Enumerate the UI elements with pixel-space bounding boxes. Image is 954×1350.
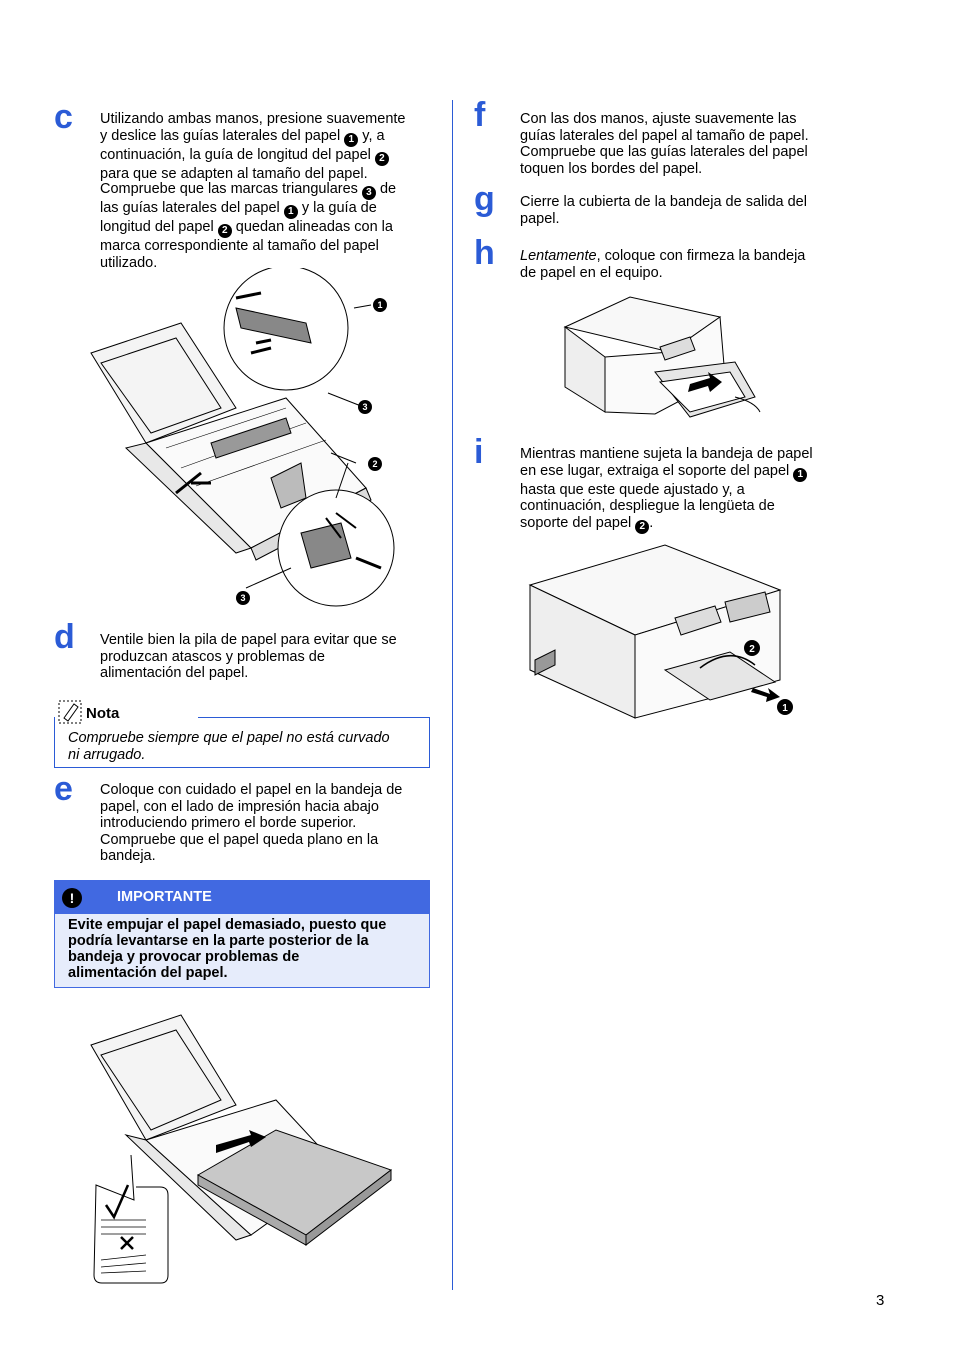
step-letter-e: e bbox=[54, 770, 73, 808]
step-letter-i: i bbox=[474, 433, 484, 471]
callout-1: 1 bbox=[344, 132, 359, 147]
svg-text:1: 1 bbox=[377, 300, 382, 310]
paper-loading-illustration bbox=[90, 1014, 393, 1284]
step-letter-d: d bbox=[54, 618, 75, 656]
step-letter-f: f bbox=[474, 96, 486, 134]
callout-2: 2 bbox=[374, 151, 389, 166]
note-pencil-icon bbox=[58, 700, 82, 724]
svg-text:2: 2 bbox=[372, 459, 377, 469]
step-g-text: Cierre la cubierta de la bandeja de sali… bbox=[520, 194, 807, 227]
svg-text:1: 1 bbox=[782, 703, 788, 714]
step-d-text: Ventile bien la pila de papel para evita… bbox=[100, 632, 397, 681]
note-text: Compruebe siempre que el papel no está c… bbox=[68, 730, 390, 763]
svg-text:3: 3 bbox=[362, 402, 367, 412]
note-box bbox=[54, 717, 430, 768]
step-h-text: Lentamente, coloque con firmeza la bande… bbox=[520, 248, 806, 281]
step-f-text: Con las dos manos, ajuste suavemente las… bbox=[520, 111, 809, 177]
step-letter-h: h bbox=[474, 234, 495, 272]
important-text: Evite empujar el papel demasiado, puesto… bbox=[68, 917, 387, 981]
callout-1: 1 bbox=[283, 205, 298, 219]
callout-2: 2 bbox=[635, 519, 650, 534]
callout-1: 1 bbox=[793, 467, 808, 482]
important-header bbox=[54, 880, 430, 914]
callout-2: 2 bbox=[217, 224, 232, 238]
printer-tray-insert-illustration bbox=[563, 296, 761, 418]
important-body bbox=[54, 914, 430, 988]
step-e-text: Coloque con cuidado el papel en la bande… bbox=[100, 782, 403, 864]
callout-3: 3 bbox=[361, 186, 376, 200]
printer-paper-support-illustration: 2 1 bbox=[528, 544, 793, 719]
exclamation-icon: ! bbox=[62, 888, 82, 908]
note-top-rule bbox=[198, 717, 430, 718]
important-title: IMPORTANTE bbox=[117, 889, 212, 905]
svg-text:2: 2 bbox=[749, 644, 755, 655]
step-c-text-1: Utilizando ambas manos, presione suaveme… bbox=[100, 111, 406, 182]
svg-text:3: 3 bbox=[240, 593, 245, 603]
note-title: Nota bbox=[86, 705, 120, 722]
page-number: 3 bbox=[876, 1292, 885, 1309]
paper-tray-guides-illustration: 1 3 2 3 bbox=[90, 268, 395, 607]
step-c-text-2: Compruebe que las marcas triangulares 3 … bbox=[100, 181, 397, 271]
step-letter-g: g bbox=[474, 180, 495, 218]
step-letter-c: c bbox=[54, 98, 73, 136]
column-divider bbox=[452, 100, 453, 1290]
step-i-text: Mientras mantiene sujeta la bandeja de p… bbox=[520, 446, 813, 534]
